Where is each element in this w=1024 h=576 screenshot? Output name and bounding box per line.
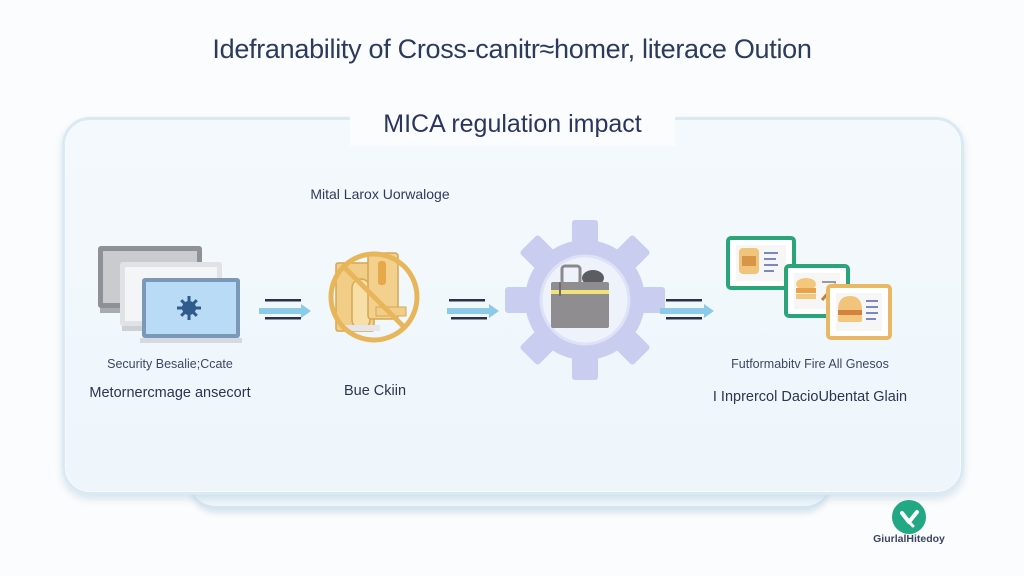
sub-label: Mital Larox Uorwaloge	[310, 186, 450, 202]
logo-text: GiurlalHitedoy	[873, 533, 945, 545]
step-4-caption-large: I Inprercol DacioUbentat Glain	[712, 389, 908, 405]
computer-screens-icon	[98, 246, 242, 343]
step-4-caption-small: Futformabitv Fire All Gnesos	[731, 357, 889, 371]
arrow-right-icon	[660, 299, 714, 320]
main-title: Idefranability of Cross-canitr≈homer, li…	[212, 34, 812, 64]
gear-briefcase-icon	[505, 220, 665, 380]
prohibited-documents-icon	[328, 251, 420, 343]
panel-title: MICA regulation impact	[383, 110, 642, 138]
panel-title-background	[350, 104, 675, 146]
step-2-caption-large: Bue Ckiin	[343, 383, 407, 399]
arrow-right-icon	[259, 299, 311, 320]
check-badge-icon	[892, 500, 926, 534]
arrow-right-icon	[447, 299, 499, 320]
step-1-caption-small: Security Besalie;Ccate	[107, 357, 233, 371]
step-1-caption-large: Metornercmage ansecort	[89, 385, 251, 401]
food-cards-icon	[726, 236, 892, 340]
